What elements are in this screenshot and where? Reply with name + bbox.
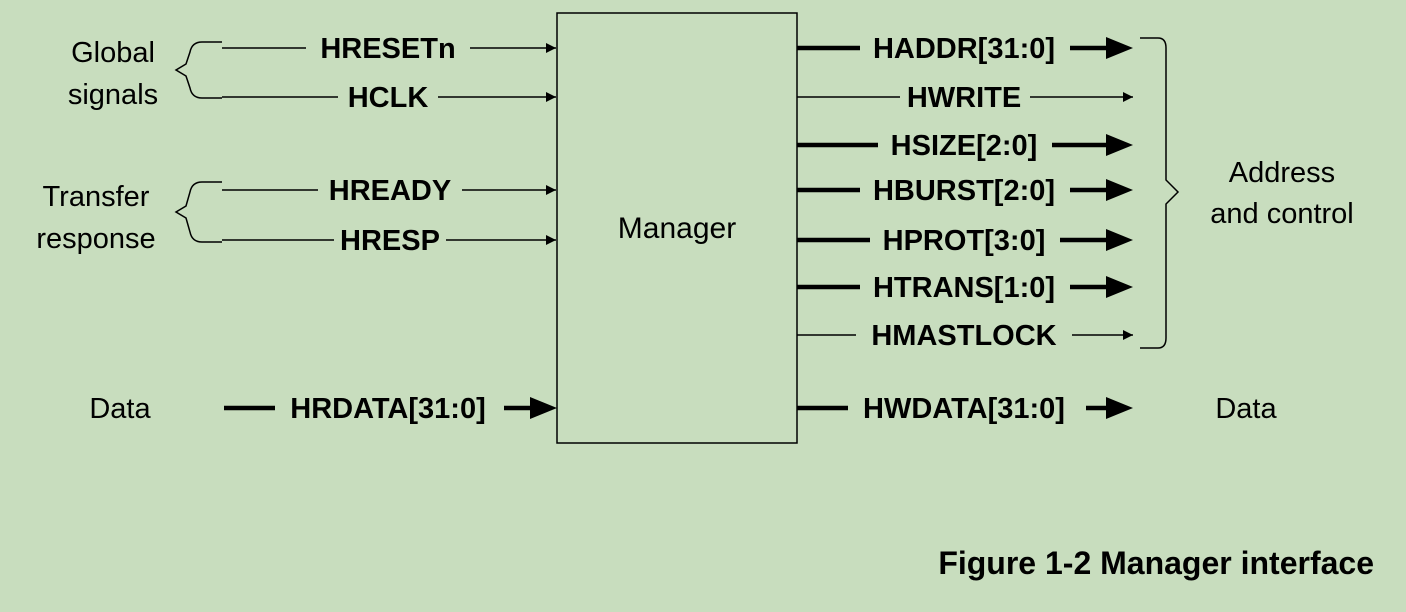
- haddr-signal-label: HADDR[31:0]: [873, 33, 1055, 65]
- global-signals-brace: [174, 41, 222, 99]
- manager-label: Manager: [618, 212, 736, 245]
- output-data-label: Data: [1215, 393, 1277, 425]
- hrdata-signal-label: HRDATA[31:0]: [290, 393, 485, 425]
- hmastlock-signal-label: HMASTLOCK: [871, 320, 1056, 352]
- hprot-signal-label: HPROT[3:0]: [883, 225, 1046, 257]
- input-data-label: Data: [89, 393, 151, 425]
- hwdata-arrowhead: [1106, 397, 1133, 419]
- transfer-response-label-line2: response: [36, 223, 155, 255]
- manager-block: [556, 12, 798, 444]
- address-control-label-line1: Address: [1229, 157, 1335, 189]
- address-control-brace: [1140, 37, 1180, 349]
- global-signals-label-line2: signals: [68, 79, 158, 111]
- hwdata-signal-label: HWDATA[31:0]: [863, 393, 1065, 425]
- haddr-arrowhead: [1106, 37, 1133, 59]
- transfer-response-brace: [174, 181, 222, 243]
- address-control-label-line2: and control: [1210, 198, 1354, 230]
- hready-signal-label: HREADY: [329, 175, 451, 207]
- hsize-arrowhead: [1106, 134, 1133, 156]
- hresetn-signal-label: HRESETn: [320, 33, 455, 65]
- global-signals-label-line1: Global: [71, 37, 155, 69]
- hwrite-signal-label: HWRITE: [907, 82, 1021, 114]
- hsize-signal-label: HSIZE[2:0]: [891, 130, 1038, 162]
- hrdata-arrowhead: [530, 397, 557, 419]
- figure-caption: Figure 1-2 Manager interface: [938, 545, 1374, 581]
- hburst-signal-label: HBURST[2:0]: [873, 175, 1055, 207]
- htrans-arrowhead: [1106, 276, 1133, 298]
- hprot-arrowhead: [1106, 229, 1133, 251]
- transfer-response-label-line1: Transfer: [43, 181, 150, 213]
- hclk-signal-label: HCLK: [348, 82, 429, 114]
- hresp-signal-label: HRESP: [340, 225, 440, 257]
- htrans-signal-label: HTRANS[1:0]: [873, 272, 1055, 304]
- hburst-arrowhead: [1106, 179, 1133, 201]
